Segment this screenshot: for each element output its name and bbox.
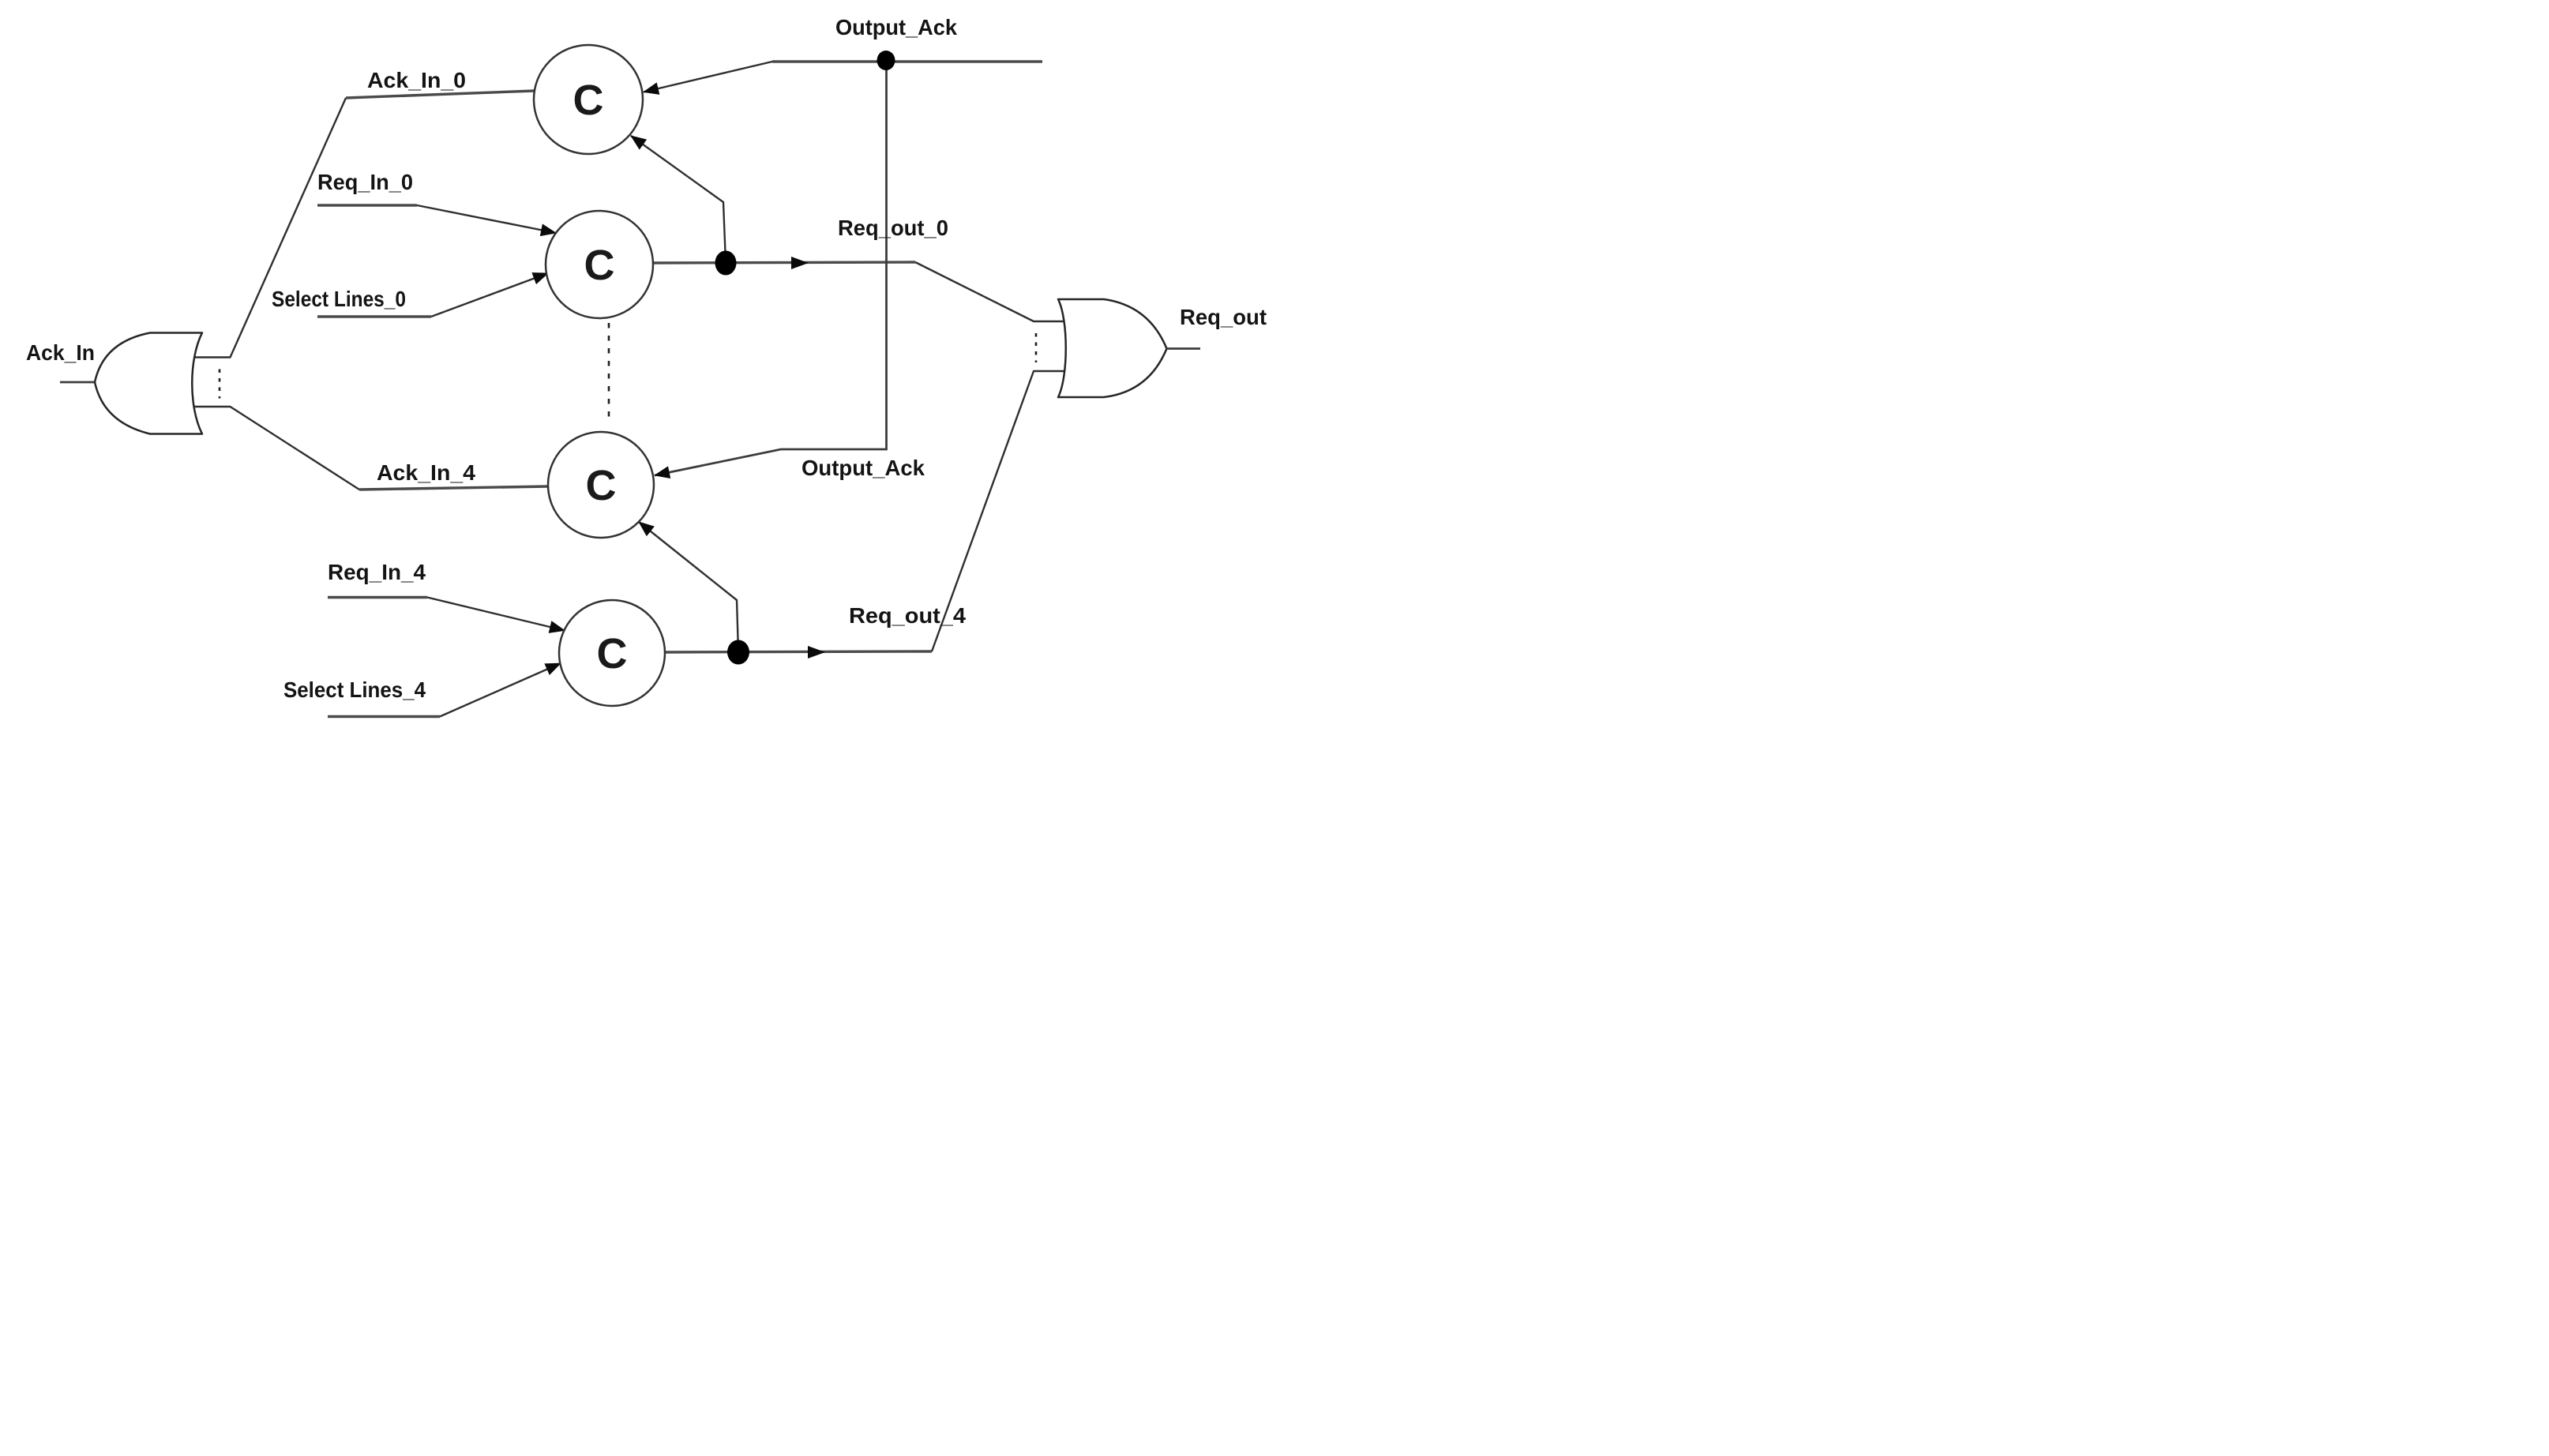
junction-dot-output-ack (877, 51, 895, 70)
or-gate-right-icon (1057, 298, 1168, 399)
arrow-req-in-4 (426, 596, 565, 633)
c-element-1-circle (544, 209, 655, 320)
wire-req-out-4-diagonal (930, 370, 1067, 652)
label-req-in-4: Req_In_4 (328, 560, 426, 584)
wire-req-out-0-diagonal (914, 261, 1067, 323)
label-req-out-0: Req_out_0 (838, 216, 948, 240)
label-select-lines-4: Select Lines_4 (283, 677, 426, 702)
c-element-0-label: C (573, 77, 604, 124)
arrow-select-lines-4 (439, 662, 561, 718)
labels: Ack_In Ack_In_0 Req_In_0 Select Lines_0 … (26, 15, 1267, 702)
circuit-diagram-canvas: C C C C Ack_In Ack_In_0 Req_In_0 Select … (0, 0, 1274, 728)
label-ack-in: Ack_In (26, 340, 95, 365)
c-element-3-circle (557, 599, 666, 707)
arrow-junction0-to-c1 (630, 135, 727, 264)
label-select-lines-0: Select Lines_0 (272, 287, 406, 311)
async-mux-schematic: C C C C Ack_In Ack_In_0 Req_In_0 Select … (26, 15, 1267, 719)
wire-req-out-4 (664, 650, 933, 654)
c-element-1-label: C (584, 242, 615, 289)
wires (60, 60, 1067, 719)
junctions (715, 51, 895, 665)
or-gate-left-icon (93, 332, 204, 435)
wire-ack-in-4 (359, 485, 549, 491)
wire-ack-in-0-stub (192, 97, 347, 358)
arrow-junction4-to-c3 (638, 521, 740, 653)
arrowhead-req-out-4 (808, 646, 825, 659)
label-ack-in-0: Ack_In_0 (367, 68, 466, 92)
label-req-out-4: Req_out_4 (849, 603, 966, 628)
label-ack-in-4: Ack_In_4 (377, 460, 475, 485)
arrow-output-ack-to-c1 (643, 60, 773, 95)
wire-req-out-0 (652, 261, 916, 265)
c-elements: C C C C (532, 43, 666, 707)
c-element-3-label: C (597, 630, 628, 677)
label-req-out: Req_out (1180, 305, 1267, 329)
arrow-output-ack-to-c3 (654, 62, 888, 478)
label-req-in-0: Req_In_0 (317, 170, 413, 194)
wire-ack-in-4-stub (192, 405, 360, 491)
label-output-ack-bottom: Output_Ack (801, 456, 925, 480)
gates (93, 298, 1200, 435)
arrow-req-in-0 (416, 204, 557, 237)
label-output-ack-top: Output_Ack (835, 15, 957, 39)
c-element-0-circle (532, 43, 644, 156)
c-element-2-circle (546, 430, 655, 539)
c-element-2-label: C (586, 462, 617, 509)
junction-dot-req-out-4 (727, 640, 749, 665)
arrowhead-req-out-0 (791, 257, 809, 269)
arrow-select-lines-0 (430, 272, 549, 318)
junction-dot-req-out-0 (715, 250, 737, 276)
wire-ack-in-0 (345, 89, 535, 99)
